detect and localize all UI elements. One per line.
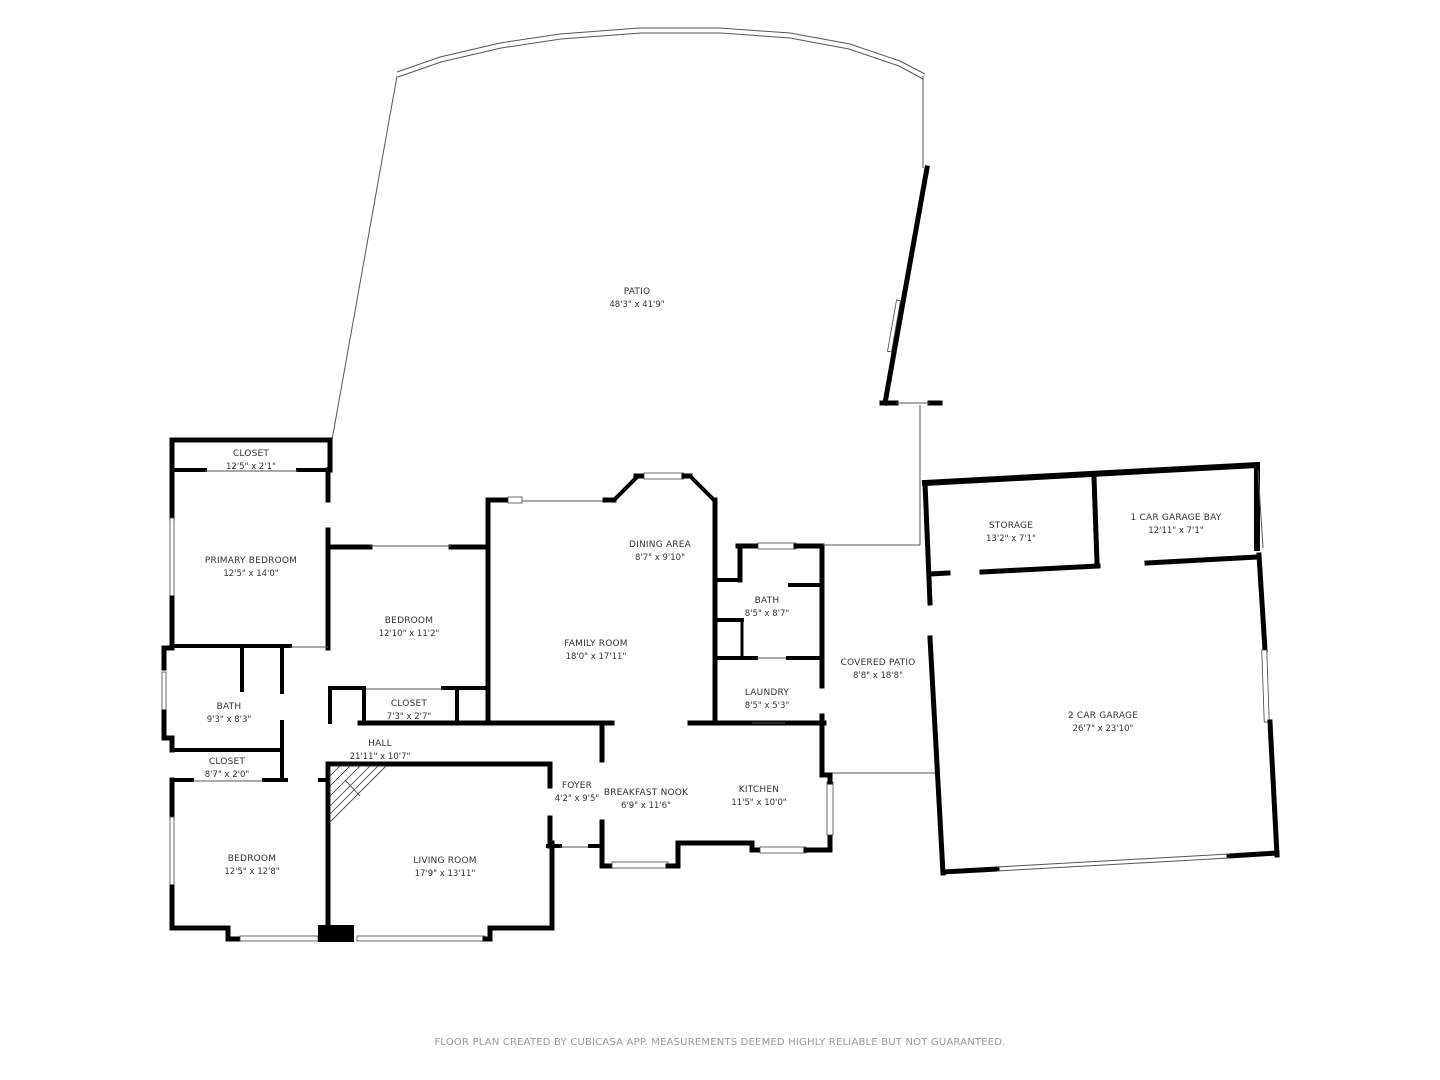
- room-dimensions: 48'3" x 41'9": [609, 300, 665, 310]
- room-label-living-room: LIVING ROOM 17'9" x 13'11": [413, 855, 476, 881]
- room-name: BEDROOM: [384, 616, 434, 626]
- room-name: KITCHEN: [738, 785, 780, 795]
- room-label-patio: PATIO 48'3" x 41'9": [609, 286, 664, 312]
- room-dimensions: 8'7" x 2'0": [204, 770, 250, 780]
- room-dimensions: 12'5" x 14'0": [223, 569, 279, 579]
- room-dimensions: 26'7" x 23'10": [1072, 724, 1134, 734]
- room-dimensions: 7'3" x 2'7": [386, 712, 432, 722]
- room-dimensions: 12'10" x 11'2": [378, 629, 440, 639]
- room-dimensions: 6'9" x 11'6": [621, 801, 671, 811]
- room-label-closet-3: CLOSET 8'7" x 2'0": [205, 756, 250, 782]
- room-name: BATH: [754, 596, 780, 606]
- fireplace-icon: [329, 765, 387, 823]
- room-dimensions: 9'3" x 8'3": [206, 715, 252, 725]
- room-dimensions: 11'5" x 10'0": [731, 798, 787, 808]
- room-dimensions: 4'2" x 9'5": [554, 794, 600, 804]
- room-label-2-car-garage: 2 CAR GARAGE 26'7" x 23'10": [1068, 710, 1138, 736]
- room-label-family-room: FAMILY ROOM 18'0" x 17'11": [564, 638, 628, 664]
- walls-left-wing: [161, 437, 333, 782]
- room-name: LAUNDRY: [744, 688, 790, 698]
- room-name: PATIO: [623, 287, 651, 297]
- room-label-foyer: FOYER 4'2" x 9'5": [555, 780, 600, 806]
- room-name: BEDROOM: [227, 854, 277, 864]
- room-label-bath-2: BATH 8'5" x 8'7": [745, 595, 790, 621]
- room-dimensions: 8'7" x 9'10": [635, 553, 685, 563]
- room-dimensions: 17'9" x 13'11": [414, 869, 476, 879]
- room-label-covered-patio: COVERED PATIO 8'8" x 18'8": [841, 657, 916, 683]
- room-name: CLOSET: [232, 449, 270, 459]
- room-name: FOYER: [561, 781, 593, 791]
- room-dimensions: 12'5" x 2'1": [226, 462, 276, 472]
- room-name: 1 CAR GARAGE BAY: [1130, 513, 1222, 523]
- room-dimensions: 8'5" x 8'7": [744, 609, 790, 619]
- walls-garage: [921, 461, 1280, 876]
- room-name: 2 CAR GARAGE: [1067, 711, 1139, 721]
- room-label-bedroom-2: BEDROOM 12'10" x 11'2": [379, 615, 440, 641]
- room-dimensions: 13'2" x 7'1": [986, 534, 1036, 544]
- room-name: CLOSET: [390, 699, 428, 709]
- room-label-primary-bedroom: PRIMARY BEDROOM 12'5" x 14'0": [205, 555, 297, 581]
- disclaimer-footer: FLOOR PLAN CREATED BY CUBICASA APP. MEAS…: [434, 1037, 1006, 1048]
- walls-bedroom-2: [327, 497, 607, 726]
- room-label-laundry: LAUNDRY 8'5" x 5'3": [745, 687, 790, 713]
- room-dimensions: 12'11" x 7'1": [1148, 526, 1204, 536]
- room-label-hall: HALL 21'11" x 10'7": [350, 738, 411, 764]
- room-name: PRIMARY BEDROOM: [204, 556, 298, 566]
- room-label-garage-bay: 1 CAR GARAGE BAY 12'11" x 7'1": [1130, 512, 1221, 538]
- room-label-breakfast-nook: BREAKFAST NOOK 6'9" x 11'6": [604, 787, 688, 813]
- walls-kitchen: [599, 722, 834, 869]
- room-label-kitchen: KITCHEN 11'5" x 10'0": [731, 784, 786, 810]
- room-dimensions: 8'8" x 18'8": [853, 671, 903, 681]
- room-dimensions: 18'0" x 17'11": [565, 652, 627, 662]
- room-name: STORAGE: [988, 521, 1034, 531]
- room-dimensions: 8'5" x 5'3": [744, 701, 790, 711]
- walls-bath-laundry: [713, 542, 935, 778]
- room-name: BATH: [216, 702, 242, 712]
- room-name: FAMILY ROOM: [564, 639, 628, 649]
- room-label-bedroom-3: BEDROOM 12'5" x 12'8": [224, 853, 279, 879]
- walls-south-rooms: [169, 720, 605, 942]
- room-name: HALL: [368, 739, 392, 749]
- room-label-dining-area: DINING AREA 8'7" x 9'10": [629, 539, 691, 565]
- room-dimensions: 21'11" x 10'7": [349, 752, 411, 762]
- room-label-storage: STORAGE 13'2" x 7'1": [986, 520, 1036, 546]
- room-label-closet-2: CLOSET 7'3" x 2'7": [387, 698, 432, 724]
- patio-outline: [331, 27, 943, 545]
- room-name: COVERED PATIO: [840, 658, 916, 668]
- room-name: BREAKFAST NOOK: [603, 788, 689, 798]
- room-label-bath-1: BATH 9'3" x 8'3": [207, 701, 252, 727]
- room-label-closet-primary: CLOSET 12'5" x 2'1": [226, 448, 276, 474]
- room-name: CLOSET: [208, 757, 246, 767]
- room-name: LIVING ROOM: [413, 856, 477, 866]
- room-name: DINING AREA: [629, 540, 691, 550]
- room-dimensions: 12'5" x 12'8": [224, 867, 280, 877]
